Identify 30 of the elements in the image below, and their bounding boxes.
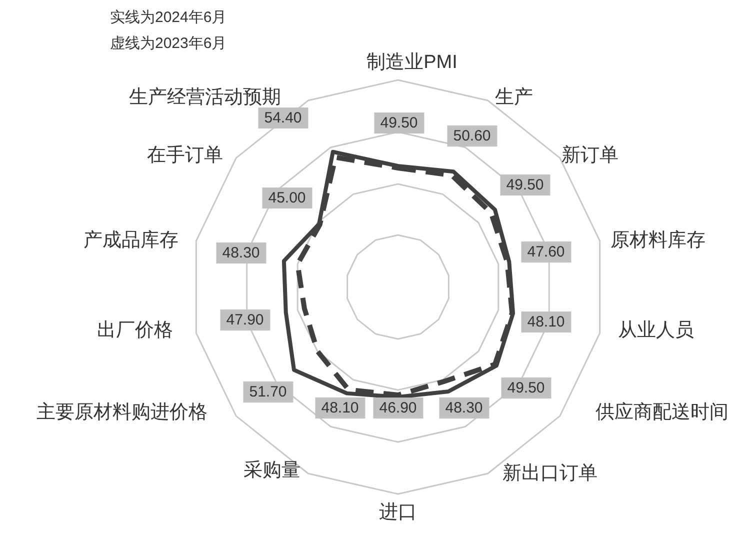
data-label: 45.00: [262, 188, 312, 208]
axis-label: 新订单: [562, 144, 618, 168]
axis-label: 产成品库存: [84, 229, 178, 253]
axis-label: 生产经营活动预期: [129, 86, 281, 110]
data-label: 49.50: [500, 174, 550, 196]
data-label: 48.10: [315, 398, 365, 418]
axis-label: 供应商配送时间: [596, 401, 728, 425]
axis-label: 采购量: [244, 459, 300, 483]
axis-label: 生产: [495, 86, 533, 110]
data-label: 47.60: [521, 242, 571, 262]
data-label: 49.50: [501, 378, 551, 398]
note: 虚线为2023年6月: [110, 34, 227, 53]
data-label: 50.60: [447, 126, 497, 146]
data-label: 48.30: [216, 242, 266, 264]
axis-label: 原材料库存: [610, 229, 706, 253]
axis-label: 在手订单: [147, 144, 223, 168]
data-label: 49.50: [374, 112, 424, 134]
data-label: 54.40: [258, 108, 308, 128]
axis-label: 出厂价格: [97, 319, 173, 343]
axis-label: 主要原材料购进价格: [36, 401, 208, 425]
note: 实线为2024年6月: [110, 8, 227, 27]
data-label: 46.90: [373, 398, 423, 418]
data-label: 51.70: [243, 382, 293, 402]
axis-label: 从业人员: [618, 319, 694, 343]
axis-label: 进口: [379, 501, 417, 525]
data-label: 48.30: [439, 398, 489, 418]
data-label: 48.10: [521, 312, 571, 332]
data-label: 47.90: [220, 310, 270, 330]
axis-label: 新出口订单: [502, 462, 598, 486]
axis-label: 制造业PMI: [366, 51, 458, 75]
